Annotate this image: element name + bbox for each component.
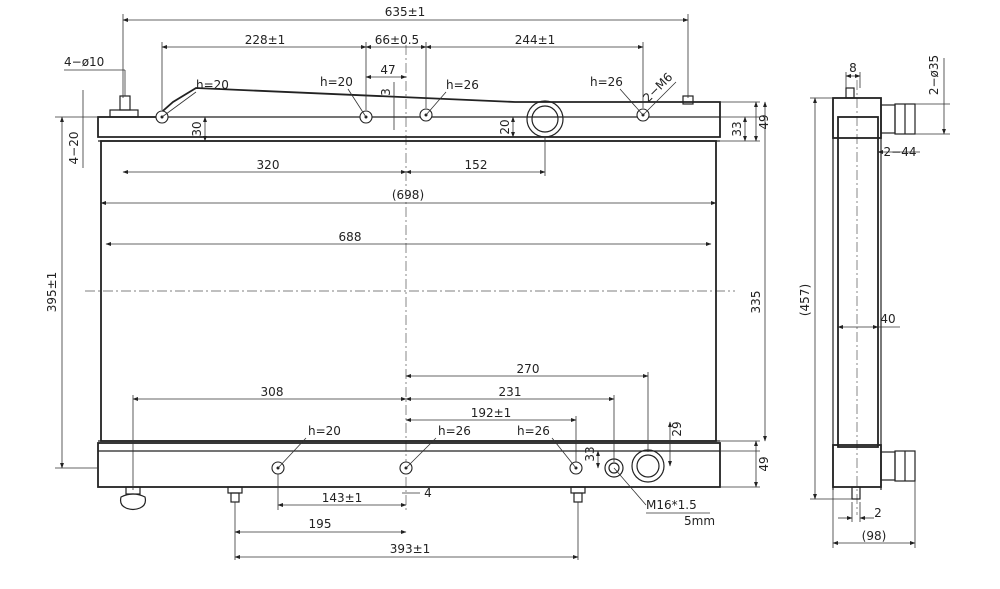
dim-688: 688 (339, 230, 362, 244)
label-h26-b: h=26 (590, 75, 623, 89)
dim-20: 20 (498, 119, 512, 134)
dim-457: (457) (798, 284, 812, 316)
leader-line (551, 437, 577, 469)
dim-40: 40 (880, 312, 895, 326)
dim-2: 2 (874, 506, 882, 520)
leader-line (161, 91, 197, 118)
top-stud-left (119, 95, 131, 111)
dim-244: 244±1 (515, 33, 556, 47)
side-lower-pipe-base (880, 451, 896, 481)
dim-335: 335 (749, 291, 763, 314)
label-h26-c: h=26 (438, 424, 471, 438)
lower-outlet-pipe-inner (636, 454, 660, 478)
bottom-stud-2 (573, 492, 583, 503)
dim-49-top: 49 (757, 114, 771, 129)
dim-29: 29 (670, 421, 684, 436)
dim-2-35: 2−ø35 (927, 55, 941, 95)
leader-line (277, 437, 307, 469)
dim-3: 3 (379, 88, 393, 96)
dim-393: 393±1 (390, 542, 431, 556)
dim-228: 228±1 (245, 33, 286, 47)
side-top-stud (845, 87, 855, 99)
bottom-stud-1 (230, 492, 240, 503)
leader-line (405, 437, 437, 469)
dim-143: 143±1 (322, 491, 363, 505)
dim-152: 152 (465, 158, 488, 172)
label-h20-a: h=20 (196, 78, 229, 92)
label-hole-dia: 4−ø10 (64, 55, 104, 69)
dim-635: 635±1 (385, 5, 426, 19)
dim-66: 66±0.5 (375, 33, 419, 47)
dim-8: 8 (849, 61, 857, 75)
dim-30: 30 (190, 121, 204, 136)
dim-192: 192±1 (471, 406, 512, 420)
dim-4: 4 (424, 486, 432, 500)
label-4-20: 4−20 (67, 132, 81, 165)
dim-2-44: 2−44 (884, 145, 917, 159)
leader-line (642, 81, 677, 116)
dim-195: 195 (309, 517, 332, 531)
top-stud-left-base (109, 109, 139, 118)
label-5mm: 5mm (684, 514, 715, 528)
drain-plug-inner (608, 462, 620, 474)
leader-line (347, 88, 367, 118)
bottom-tank (97, 442, 721, 488)
side-upper-pipe-base (880, 104, 896, 134)
dim-33-bot: 33 (583, 446, 597, 461)
leader-line (613, 467, 647, 506)
label-m16: M16*1.5 (646, 498, 697, 512)
dim-231: 231 (499, 385, 522, 399)
side-core (837, 116, 879, 448)
dim-308: 308 (261, 385, 284, 399)
drain-valve-wing (119, 493, 147, 511)
dim-395: 395±1 (45, 272, 59, 313)
label-h26-d: h=26 (517, 424, 550, 438)
dim-33-top: 33 (730, 121, 744, 136)
leader-line (425, 91, 447, 116)
leader-line (619, 88, 644, 116)
dim-49-bot: 49 (757, 456, 771, 471)
side-bottom-stud (851, 486, 861, 500)
dim-47: 47 (380, 63, 395, 77)
side-view: 8 2−ø35 2−44 (457) 40 2 (98) (798, 55, 950, 548)
dim-320: 320 (257, 158, 280, 172)
label-h26-a: h=26 (446, 78, 479, 92)
label-h20-b: h=20 (320, 75, 353, 89)
front-view: 635±1 228±1 66±0.5 244±1 47 3 30 20 33 4… (45, 5, 771, 560)
dim-98: (98) (862, 529, 887, 543)
upper-inlet-pipe-inner (531, 105, 559, 133)
dim-698: (698) (392, 188, 424, 202)
dim-270: 270 (517, 362, 540, 376)
label-h20-c: h=20 (308, 424, 341, 438)
